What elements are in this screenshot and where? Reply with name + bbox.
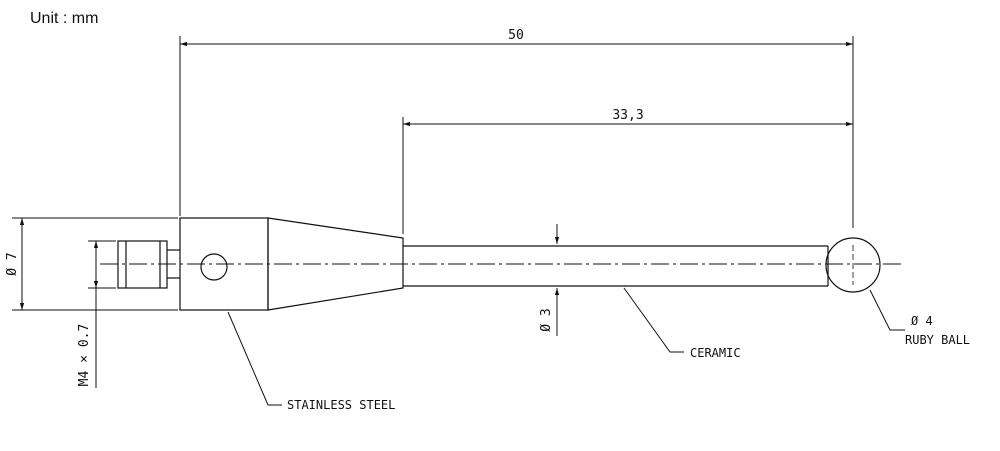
cross-hole: [200, 253, 228, 281]
ball-label: RUBY BALL: [905, 333, 970, 347]
body-diameter-text: Ø 7: [5, 252, 20, 275]
ball-leader: [869, 289, 905, 331]
overall-length-text: 50: [508, 28, 524, 43]
steel-leader: [227, 311, 282, 406]
taper-section: [267, 217, 404, 311]
extension-lines: [179, 36, 854, 234]
thread-part: [117, 240, 180, 289]
steel-body: [179, 217, 404, 311]
ruby-ball: [825, 237, 881, 293]
ceramic-stem: [403, 245, 829, 287]
ceramic-label: CERAMIC: [690, 346, 741, 360]
ceramic-leader: [623, 287, 684, 353]
thread-dim: [88, 240, 116, 388]
unit-label: Unit : mm: [30, 10, 99, 27]
body-diameter-dim: [12, 217, 178, 311]
stem-diameter-text: Ø 3: [539, 308, 554, 331]
stem-length-text: 33,3: [612, 108, 643, 123]
ball-diameter-text: Ø 4: [911, 314, 933, 328]
thread-text: M4 × 0.7: [77, 324, 92, 387]
steel-label: STAINLESS STEEL: [287, 398, 395, 412]
